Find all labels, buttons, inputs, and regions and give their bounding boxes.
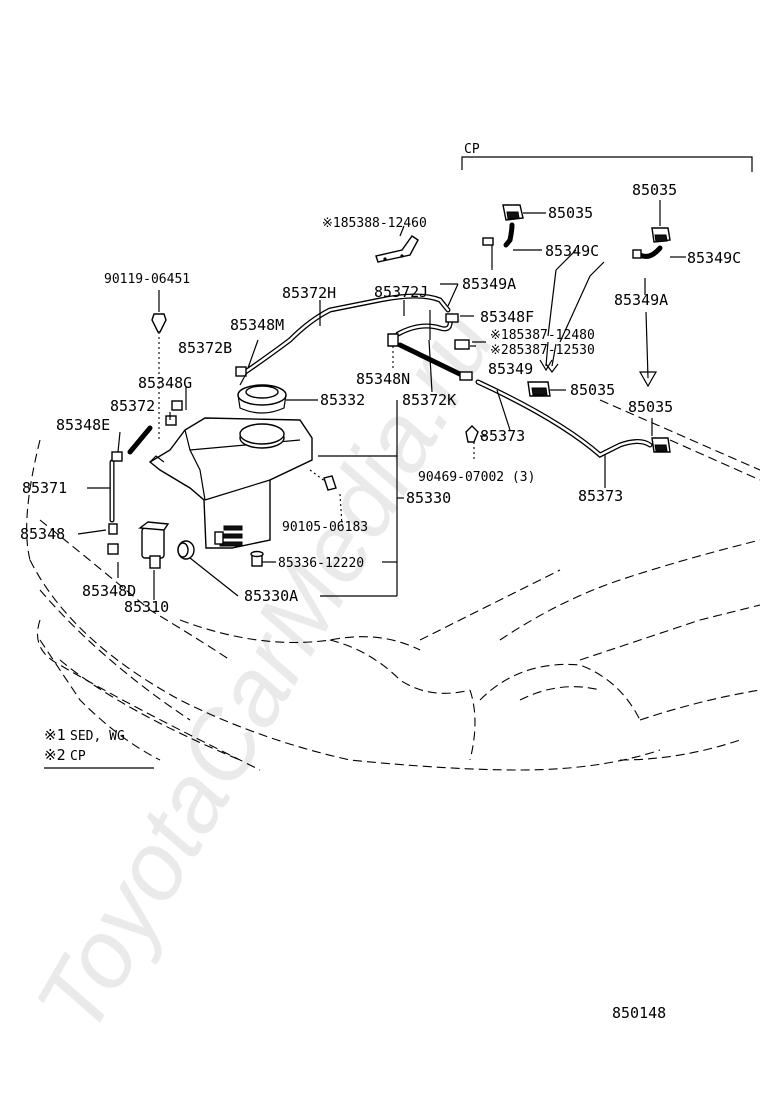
washer-nozzle-icon <box>651 437 671 453</box>
washer-tank-icon <box>148 417 313 549</box>
bracket-icon <box>375 235 419 263</box>
label-85035-right: 85035 <box>628 398 673 416</box>
group-bracket-cp: CP <box>461 142 753 172</box>
note-1-mark: ※1 <box>44 726 66 744</box>
leader-lines <box>44 200 686 769</box>
label-85372j: 85372J <box>374 283 428 301</box>
grommet-icon <box>177 540 195 560</box>
label-85310: 85310 <box>124 598 169 616</box>
label-85372k: 85372K <box>402 391 456 409</box>
grommet-icon <box>237 384 287 414</box>
label-85035-cp: 85035 <box>632 181 677 199</box>
note-2-text: CP <box>70 749 86 764</box>
label-85372b: 85372B <box>178 339 232 357</box>
label-85348f: 85348F <box>480 308 534 326</box>
label-85348d: 85348D <box>82 582 136 600</box>
label-85349: 85349 <box>488 360 533 378</box>
label-85349c-left: 85349C <box>545 242 599 260</box>
check-valve-icon <box>107 237 642 555</box>
arrow-down-icon <box>539 311 658 388</box>
label-85336: 85336-12220 <box>278 556 364 571</box>
washer-nozzle-icon <box>651 227 671 243</box>
label-85348m: 85348M <box>230 316 284 334</box>
bolt-icon <box>309 469 337 491</box>
label-85349a-left: 85349A <box>462 275 516 293</box>
label-185387: ※185387-12480 <box>490 328 595 343</box>
grommet-icon <box>151 313 167 440</box>
hose-clip-icon <box>465 425 479 443</box>
label-85035-mid: 85035 <box>570 381 615 399</box>
label-90119: 90119-06451 <box>104 272 190 287</box>
label-85349a-right: 85349A <box>614 291 668 309</box>
label-85330: 85330 <box>406 489 451 507</box>
label-85372h: 85372H <box>282 284 336 302</box>
label-85373-right: 85373 <box>578 487 623 505</box>
label-85348: 85348 <box>20 525 65 543</box>
washer-nozzle-icon <box>502 204 524 221</box>
label-85349c-right: 85349C <box>687 249 741 267</box>
label-85348n: 85348N <box>356 370 410 388</box>
note-1-text: SED, WG <box>70 729 125 744</box>
vehicle-outline <box>26 399 760 771</box>
label-85035-top: 85035 <box>548 204 593 222</box>
label-90105: 90105-06183 <box>282 520 368 535</box>
check-valve-icon <box>387 333 399 370</box>
label-185388: ※185388-12460 <box>322 216 427 231</box>
label-90469: 90469-07002 (3) <box>418 470 535 485</box>
washer-pump-icon <box>138 521 170 569</box>
diagram-id: 850148 <box>612 1004 666 1022</box>
washer-nozzle-icon <box>527 381 551 397</box>
part-labels: 85035 85035 85035 85035 ※185388-12460 85… <box>20 181 741 616</box>
label-85348e: 85348E <box>56 416 110 434</box>
label-85372: 85372 <box>110 397 155 415</box>
group-label: CP <box>464 142 480 157</box>
label-85332: 85332 <box>320 391 365 409</box>
notes-legend: ※1 SED, WG ※2 CP <box>44 726 125 764</box>
label-285387: ※285387-12530 <box>490 343 595 358</box>
label-85348g: 85348G <box>138 374 192 392</box>
note-2-mark: ※2 <box>44 746 66 764</box>
hose-network <box>109 222 663 523</box>
label-85373-mid: 85373 <box>480 427 525 445</box>
grommet-icon <box>250 550 264 567</box>
label-85371: 85371 <box>22 479 67 497</box>
label-85330a: 85330A <box>244 587 298 605</box>
